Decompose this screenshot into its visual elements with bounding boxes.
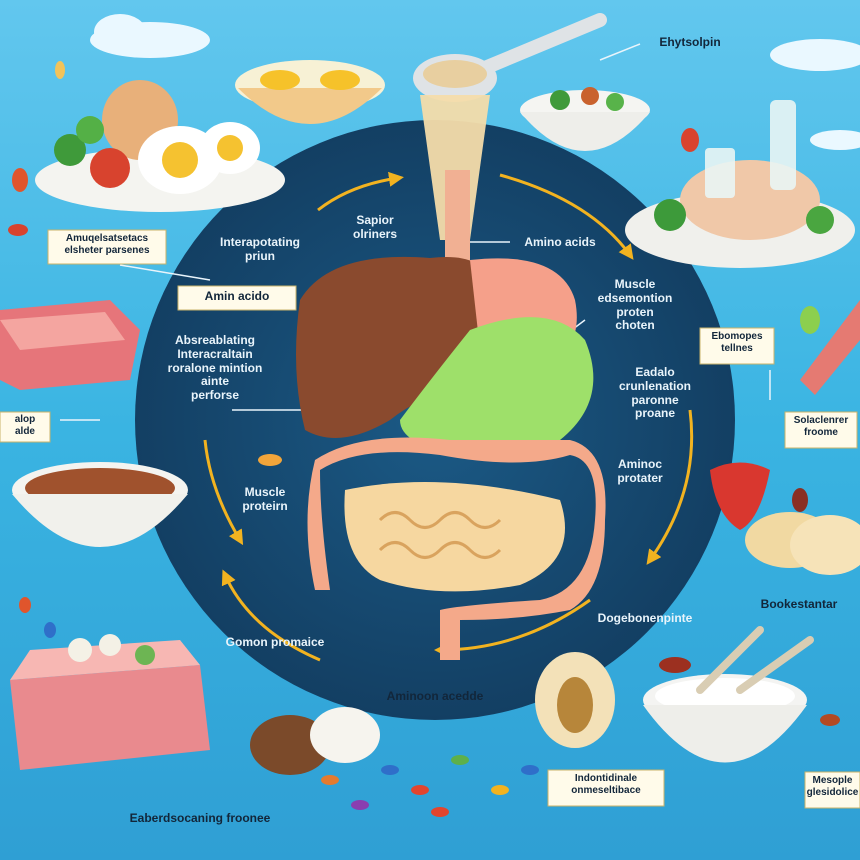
left-edge-box-bg bbox=[0, 411, 51, 443]
label-right-bottom-head: Bookestantar bbox=[760, 597, 838, 611]
rice-bowl-illustration bbox=[643, 626, 814, 763]
chicken-plate-illustration bbox=[625, 100, 855, 268]
label-dogebone: Dogebonenpinte bbox=[597, 611, 693, 625]
coconut-illustration bbox=[250, 707, 380, 775]
pear-illustration bbox=[535, 652, 615, 748]
digestive-organs bbox=[296, 170, 606, 660]
label-aminoc: Aminoc protater bbox=[617, 457, 663, 485]
label-bottom-right-box: Mesople glesidolice bbox=[806, 775, 859, 798]
label-center-top-2: Amino acids bbox=[524, 235, 596, 249]
label-bottom-left: Eaberdsocaning froonee bbox=[129, 811, 271, 825]
label-solaclenrer: Solaclenrer froome bbox=[793, 415, 849, 438]
label-bottom-box: Indontidinale onmeseltibace bbox=[571, 773, 641, 796]
layered-meat-illustration bbox=[10, 634, 210, 770]
label-amino-bottom: Aminoon acedde bbox=[386, 689, 484, 703]
label-right-mid: Eadalo crunlenation paronne proane bbox=[618, 365, 691, 421]
label-left-mid: Interapotating priun bbox=[220, 235, 300, 263]
large-intestine bbox=[307, 437, 606, 660]
cycle-arrows bbox=[203, 171, 694, 662]
eggs-plate-illustration bbox=[35, 80, 285, 212]
label-center-top-1: Sapior olriners bbox=[352, 213, 397, 241]
ebomopes-box-bg bbox=[699, 327, 775, 365]
label-left-edge: alop alde bbox=[14, 414, 36, 437]
grain-bowl-illustration bbox=[12, 462, 188, 547]
meat-slab-illustration bbox=[0, 300, 140, 390]
bacon-illustration bbox=[800, 300, 860, 395]
label-gomon: Gomon promaice bbox=[225, 635, 325, 649]
label-ebomopes: Ebomopes tellnes bbox=[711, 331, 763, 354]
label-right-upper: Muscle edsemontion proten choten bbox=[597, 277, 673, 333]
label-left-box: Amuqelsatsetacs elsheter parsenes bbox=[64, 233, 150, 256]
bottom-box-bg bbox=[547, 769, 665, 807]
strawberry-icon bbox=[710, 462, 770, 530]
label-muscle-left: Muscle proteirn bbox=[242, 485, 288, 513]
esophagus bbox=[445, 170, 470, 270]
scattered-beans bbox=[8, 61, 840, 817]
solaclenrer-box-bg bbox=[784, 411, 858, 449]
label-top-right-title: Ehytsolpin bbox=[659, 35, 721, 49]
bottom-right-box-bg bbox=[804, 771, 860, 809]
salad-bowl-illustration bbox=[520, 87, 650, 151]
small-intestine bbox=[344, 482, 565, 592]
label-amin-acido: Amin acido bbox=[204, 289, 270, 303]
stomach bbox=[400, 317, 594, 460]
label-left-center-block: Absreablating Interacraltain roralone mi… bbox=[167, 333, 263, 403]
spoon-illustration bbox=[413, 13, 607, 240]
left-box-bg bbox=[47, 229, 167, 265]
yolk-bowl-illustration bbox=[235, 60, 385, 124]
amin-acido-box-bg bbox=[177, 285, 297, 311]
bread-slices-illustration bbox=[745, 512, 860, 575]
clouds bbox=[90, 14, 860, 150]
